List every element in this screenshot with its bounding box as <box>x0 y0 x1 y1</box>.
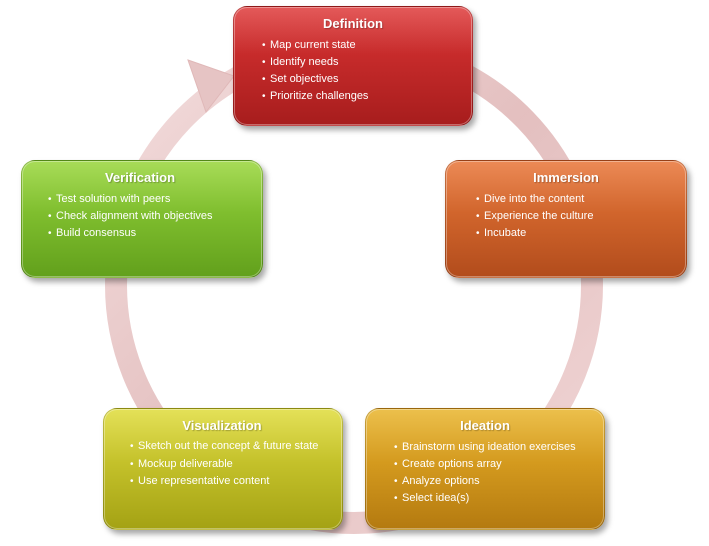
list-item: Experience the culture <box>476 208 676 225</box>
list-item: Sketch out the concept & future state <box>130 439 332 454</box>
list-item: Set objectives <box>262 71 462 88</box>
stage-title: Verification <box>104 170 176 185</box>
list-item: Select idea(s) <box>394 490 594 507</box>
list-item: Mockup deliverable <box>130 456 332 473</box>
stage-title: Immersion <box>533 170 599 185</box>
list-item: Test solution with peers <box>48 191 252 208</box>
stage-ideation: Ideation Brainstorm using ideation exerc… <box>365 408 605 530</box>
stage-items: Test solution with peers Check alignment… <box>48 191 252 242</box>
stage-items: Map current state Identify needs Set obj… <box>262 37 462 105</box>
list-item: Brainstorm using ideation exercises <box>394 439 594 456</box>
stage-definition: Definition Map current state Identify ne… <box>233 6 473 126</box>
stage-title: Ideation <box>460 418 510 433</box>
list-item: Analyze options <box>394 473 594 490</box>
list-item: Build consensus <box>48 225 252 242</box>
list-item: Check alignment with objectives <box>48 208 252 225</box>
list-item: Map current state <box>262 37 462 54</box>
stage-title: Definition <box>323 16 383 31</box>
list-item: Create options array <box>394 456 594 473</box>
stage-items: Sketch out the concept & future state Mo… <box>130 439 332 490</box>
list-item: Dive into the content <box>476 191 676 208</box>
list-item: Incubate <box>476 225 676 242</box>
stage-items: Brainstorm using ideation exercises Crea… <box>394 439 594 507</box>
list-item: Use representative content <box>130 473 332 490</box>
list-item: Identify needs <box>262 54 462 71</box>
stage-items: Dive into the content Experience the cul… <box>476 191 676 242</box>
stage-immersion: Immersion Dive into the content Experien… <box>445 160 687 278</box>
stage-verification: Verification Test solution with peers Ch… <box>21 160 263 278</box>
cycle-ring <box>105 36 603 534</box>
list-item: Prioritize challenges <box>262 88 462 105</box>
stage-title: Visualization <box>182 418 262 433</box>
stage-visualization: Visualization Sketch out the concept & f… <box>103 408 343 530</box>
cycle-arrowhead <box>187 59 235 114</box>
